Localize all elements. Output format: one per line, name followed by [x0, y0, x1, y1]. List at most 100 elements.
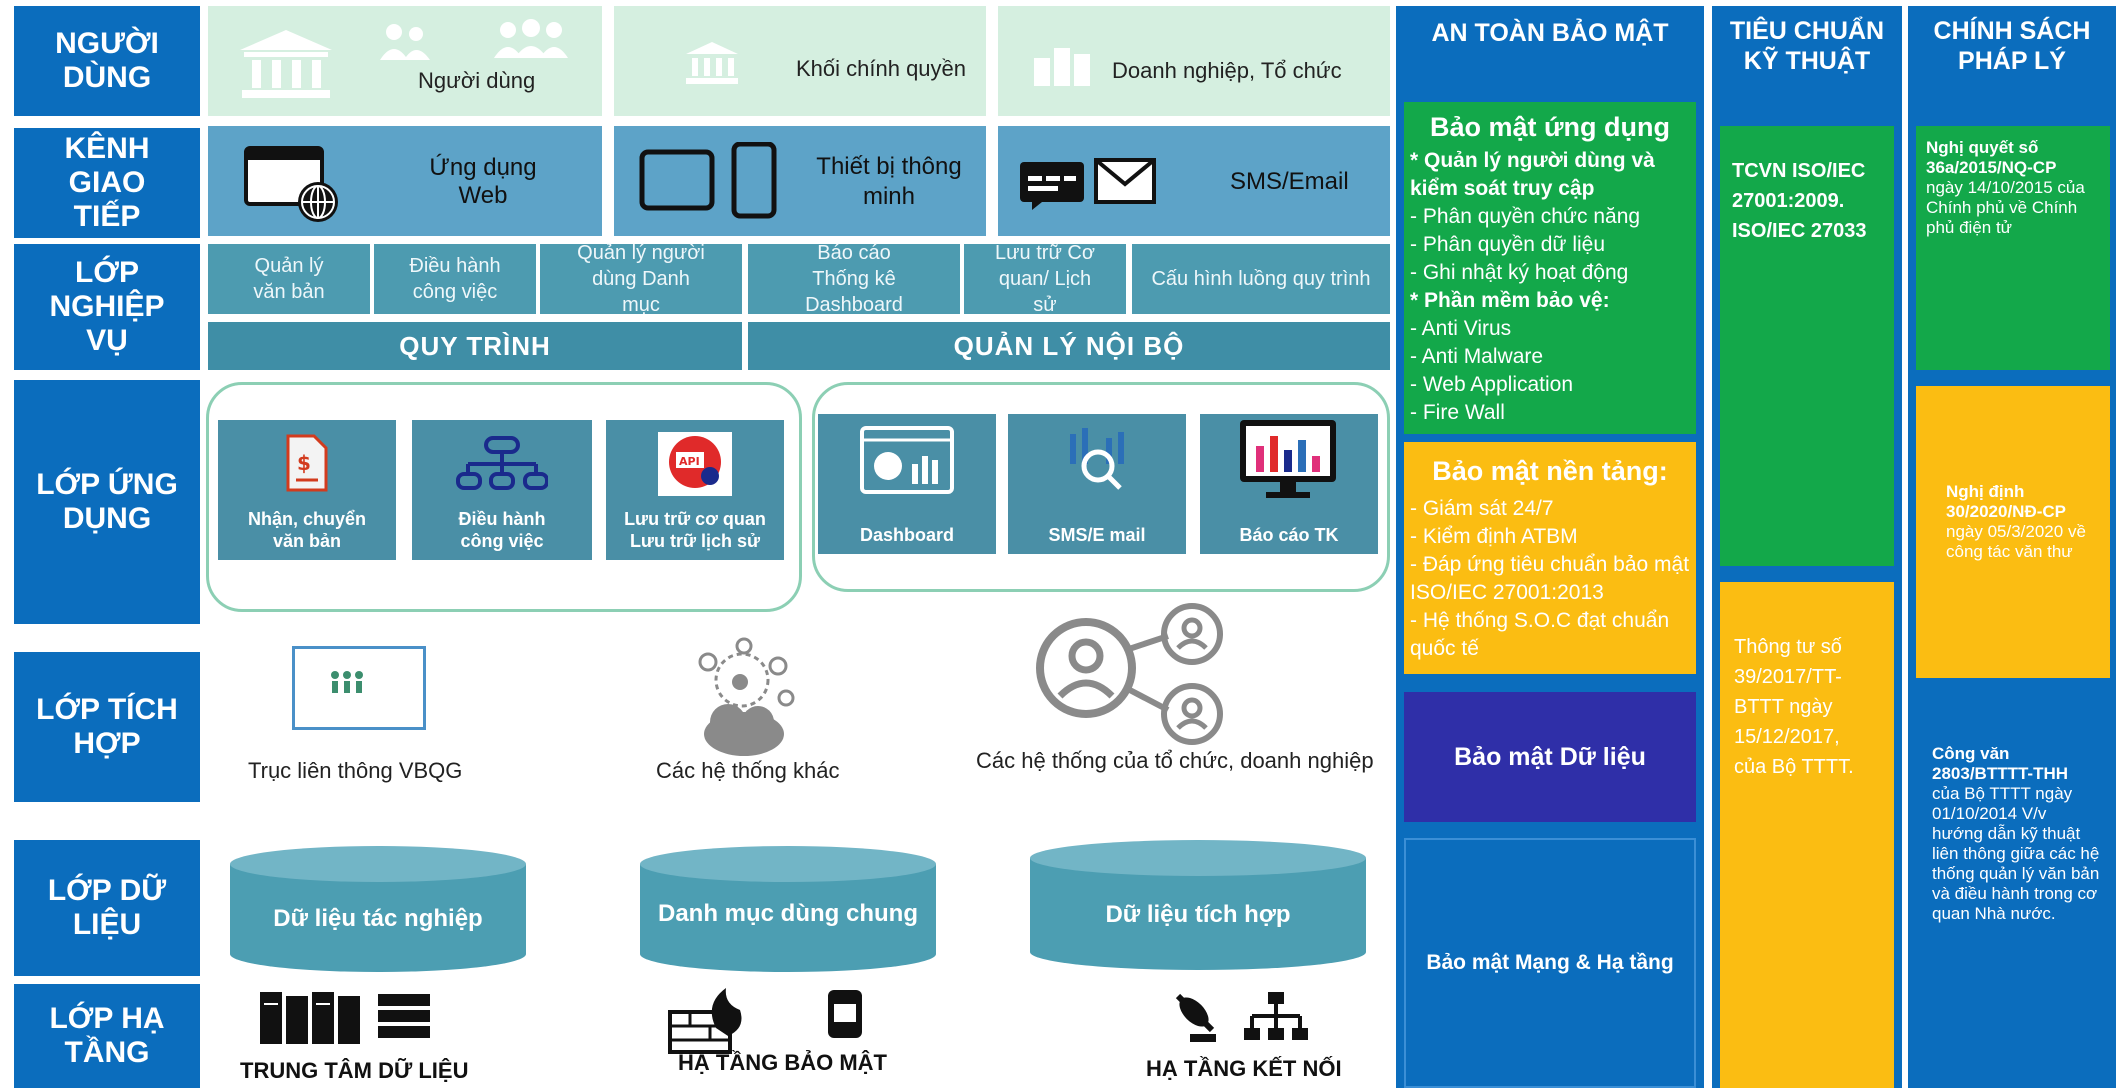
integration-label-khac: Các hệ thống khác — [656, 758, 840, 783]
legal-title: CHÍNH SÁCH PHÁP LÝ — [1933, 17, 2091, 75]
lgsp-icon-box — [292, 646, 426, 730]
user-label-khoi-chinh-quyen: Khối chính quyền — [796, 56, 967, 81]
app-group-1 — [206, 382, 802, 612]
security-platform-line: - Đáp ứng tiêu chuẩn bảo mật ISO/IEC 270… — [1410, 553, 1690, 604]
layer-label-lop-nghiep-vu: LỚP NGHIỆP VỤ — [14, 244, 200, 370]
integration-label-to-chuc: Các hệ thống của tổ chức, doanh nghiệp — [976, 748, 1374, 773]
user-label-nguoi-dung: Người dùng — [418, 68, 536, 93]
document-icon: $ — [286, 434, 328, 492]
security-app-line: * Quản lý người dùng và kiểm soát truy c… — [1410, 149, 1655, 200]
security-app-title: Bảo mật ứng dụng — [1429, 112, 1671, 142]
bar-quan-ly-noi-bo: QUẢN LÝ NỘI BỘ — [748, 322, 1390, 370]
app-card-sms-email[interactable]: SMS/E mail — [1008, 414, 1186, 554]
office-buildings-icon — [1034, 48, 1090, 86]
organization-network-icon — [1036, 603, 1223, 745]
government-building-icon — [240, 30, 332, 98]
group-icon — [494, 19, 568, 58]
data-store-tich-hop: Dữ liệu tích hợp — [1030, 840, 1366, 972]
user-box-khoi-chinh-quyen: Khối chính quyền — [614, 6, 986, 116]
security-app-line: - Web Application — [1410, 373, 1574, 396]
business-item-cau-hinh: Cấu hình luồng quy trình — [1132, 244, 1390, 314]
standards-column: TIÊU CHUẨN KỸ THUẬT TCVN ISO/IEC 27001:2… — [1712, 6, 1902, 1088]
government-building-icon — [686, 42, 738, 84]
layer-label-nguoi-dung: NGƯỜI DÙNG — [14, 6, 200, 116]
legal-decree-number: Nghị định 30/2020/NĐ-CP — [1946, 482, 2067, 521]
security-app-line: - Phân quyền dữ liệu — [1410, 233, 1606, 256]
security-app-line: * Phần mềm bảo vệ: — [1410, 289, 1610, 312]
security-app-box: Bảo mật ứng dụng * Quản lý người dùng và… — [1404, 102, 1696, 434]
org-chart-icon — [456, 436, 548, 490]
cloud-network-icon — [698, 637, 795, 756]
security-platform-line: - Hệ thống S.O.C đạt chuẩn quốc tế — [1410, 609, 1670, 660]
app-card-dashboard[interactable]: Dashboard — [818, 414, 996, 554]
network-connect-icon — [1175, 992, 1308, 1042]
server-racks-icon — [260, 992, 430, 1044]
security-app-line: - Phân quyền chức năng — [1410, 205, 1641, 228]
security-platform-title: Bảo mật nền tảng: — [1432, 456, 1668, 486]
channel-box-sms-email: SMS/Email — [998, 126, 1390, 236]
business-item-quan-ly-van-ban: Quản lý văn bản — [208, 244, 370, 314]
dashboard-icon — [860, 426, 954, 494]
bar-quy-trinh: QUY TRÌNH — [208, 322, 742, 370]
security-platform-box: Bảo mật nền tảng: - Giám sát 24/7 - Kiểm… — [1404, 442, 1696, 674]
layer-label-lop-ung-dung: LỚP ỨNG DỤNG — [14, 380, 200, 624]
layer-label-lop-ha-tang: LỚP HẠ TẦNG — [14, 984, 200, 1088]
business-item-luu-tru: Lưu trữ Cơ quan/ Lịch sử — [964, 242, 1126, 316]
business-item-dieu-hanh: Điều hành công việc — [374, 244, 536, 314]
app-card-bao-cao-tk[interactable]: Báo cáo TK — [1200, 414, 1378, 554]
integration-label-lgsp: Trục liên thông VBQG — [248, 758, 463, 783]
legal-column: CHÍNH SÁCH PHÁP LÝ Nghị quyết số 36a/201… — [1908, 6, 2116, 1088]
channel-label-smart-device: Thiết bị thông minh — [816, 153, 962, 210]
channel-box-web: Ứng dụng Web — [208, 126, 602, 236]
infra-label-bao-mat: HẠ TẦNG BẢO MẬT — [678, 1050, 887, 1075]
security-app-line: - Fire Wall — [1410, 401, 1505, 424]
legal-resolution-box: Nghị quyết số 36a/2015/NQ-CP ngày 14/10/… — [1916, 126, 2110, 370]
legal-decree-text: ngày 05/3/2020 về công tác văn thư — [1946, 522, 2086, 561]
layer-label-kenh-giao-tiep: KÊNH GIAO TIẾP — [14, 128, 200, 238]
legal-letter-text: của Bộ TTTT ngày 01/10/2014 V/v hướng dẫ… — [1932, 784, 2100, 923]
legal-letter-number: Công văn 2803/BTTTT-THH — [1932, 744, 2069, 783]
infra-label-ket-noi: HẠ TẦNG KẾT NỐI — [1146, 1056, 1342, 1081]
legal-resolution-number: Nghị quyết số 36a/2015/NQ-CP — [1926, 138, 2057, 177]
security-platform-line: - Kiểm định ATBM — [1410, 525, 1578, 548]
app-card-nhan-chuyen-van-ban[interactable]: $ Nhận, chuyển văn bản — [218, 420, 396, 560]
business-item-quan-ly-nguoi-dung: Quản lý người dùng Danh mục — [540, 242, 742, 316]
tablet-phone-icon — [639, 142, 777, 219]
data-store-tac-nghiep: Dữ liệu tác nghiệp — [230, 846, 526, 972]
channel-box-smart-device: Thiết bị thông minh — [614, 126, 986, 236]
standards-iso-box: TCVN ISO/IEC 27001:2009. ISO/IEC 27033 — [1720, 126, 1894, 566]
firewall-icon — [668, 988, 862, 1054]
user-label-doanh-nghiep: Doanh nghiệp, Tổ chức — [1112, 58, 1342, 83]
security-network-box: Bảo mật Mạng & Hạ tầng — [1404, 838, 1696, 1088]
sms-email-icon — [1020, 158, 1156, 210]
security-data-box: Bảo mật Dữ liệu — [1404, 692, 1696, 822]
legal-resolution-text: ngày 14/10/2015 của Chính phủ về Chính p… — [1926, 178, 2085, 237]
security-app-line: - Anti Malware — [1410, 345, 1544, 368]
data-store-danh-muc: Danh mục dùng chung — [640, 846, 936, 972]
analytics-icon — [1070, 428, 1124, 490]
security-platform-line: - Giám sát 24/7 — [1410, 497, 1554, 520]
svg-text:API: API — [679, 455, 700, 468]
user-box-nguoi-dung: Người dùng — [208, 6, 602, 116]
web-browser-icon — [244, 146, 338, 222]
standards-circular-box: Thông tư số 39/2017/TT-BTTT ngày 15/12/2… — [1720, 582, 1894, 1088]
user-box-doanh-nghiep: Doanh nghiệp, Tổ chức — [998, 6, 1390, 116]
legal-decree-box: Nghị định 30/2020/NĐ-CP ngày 05/3/2020 v… — [1916, 386, 2110, 678]
security-column: AN TOÀN BẢO MẬT Bảo mật ứng dụng * Quản … — [1396, 6, 1704, 1088]
channel-label-sms-email: SMS/Email — [1230, 168, 1349, 195]
layer-label-lop-du-lieu: LỚP DỮ LIỆU — [14, 840, 200, 976]
api-icon: API — [658, 432, 732, 496]
security-app-line: - Anti Virus — [1410, 317, 1512, 340]
security-app-line: - Ghi nhật ký hoạt động — [1410, 261, 1629, 284]
standards-title: TIÊU CHUẨN KỸ THUẬT — [1729, 17, 1885, 75]
security-title: AN TOÀN BẢO MẬT — [1431, 19, 1669, 47]
report-monitor-icon — [1240, 420, 1336, 498]
legal-official-letter-box: Công văn 2803/BTTTT-THH của Bộ TTTT ngày… — [1916, 696, 2110, 1088]
app-card-dieu-hanh-cong-viec[interactable]: Điều hành công việc — [412, 420, 592, 560]
app-card-luu-tru[interactable]: API Lưu trữ cơ quan Lưu trữ lịch sử — [606, 420, 784, 560]
app-group-2 — [812, 382, 1390, 592]
infra-label-trung-tam: TRUNG TÂM DỮ LIỆU — [240, 1058, 469, 1083]
people-network-icon — [331, 671, 363, 693]
svg-text:$: $ — [297, 451, 311, 475]
channel-label-web: Ứng dụng Web — [429, 154, 537, 209]
